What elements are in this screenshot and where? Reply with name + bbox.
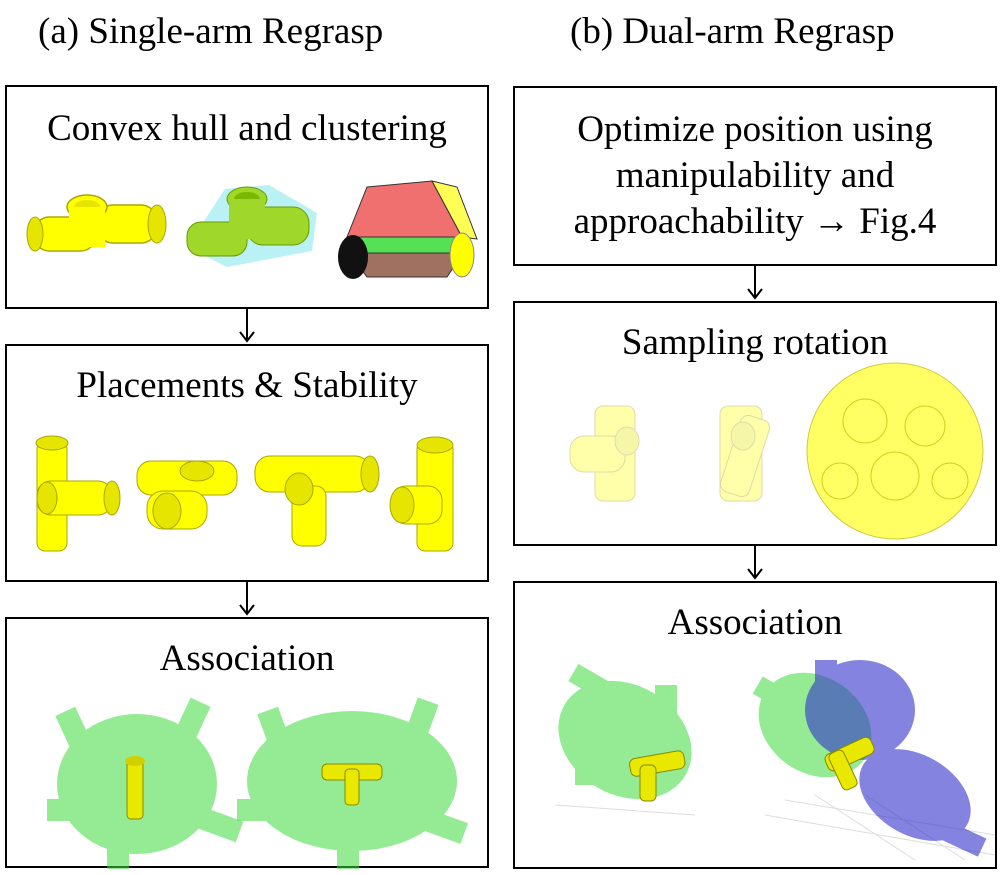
convex-hull-box: Convex hull and clustering	[5, 85, 489, 309]
rotation-sample-2-icon	[719, 405, 771, 502]
grasp-cloud-1-part-icon	[125, 756, 145, 820]
left-association-title: Association	[159, 638, 335, 679]
left-arrow-1	[239, 308, 255, 343]
dual-blue-cloud-icon	[805, 660, 987, 857]
right-arrow-1	[747, 265, 763, 300]
right-association-title: Association	[667, 602, 843, 643]
clustered-hull-icon	[338, 180, 478, 279]
placement-3-icon	[254, 455, 380, 547]
dual-grasp-part-icon	[824, 736, 875, 791]
tee-part-icon	[26, 194, 167, 252]
hull-part-icon	[186, 185, 317, 267]
dual-grasp-cloud-1-icon	[558, 663, 692, 800]
rotation-sphere-icon	[806, 362, 984, 540]
convex-hull-title: Convex hull and clustering	[47, 108, 447, 149]
left-association-figures	[47, 697, 469, 869]
sampling-rotation-title: Sampling rotation	[621, 322, 889, 363]
placement-1-icon	[35, 435, 121, 552]
placement-figures	[35, 435, 454, 552]
left-association-box: Association	[5, 617, 489, 869]
right-association-box: Association	[513, 581, 997, 869]
placement-4-icon	[389, 436, 454, 552]
right-arrow-2	[747, 545, 763, 580]
right-association-figures	[554, 660, 996, 861]
placements-box: Placements & Stability	[5, 344, 489, 582]
convex-hull-figures	[26, 180, 478, 279]
sampling-rotation-box: Sampling rotation	[513, 301, 997, 546]
optimize-line-2: manipulability and	[615, 155, 895, 196]
rotation-sample-1-icon	[569, 405, 640, 502]
left-arrow-2	[239, 581, 255, 616]
placements-title: Placements & Stability	[76, 365, 418, 406]
placement-2-icon	[136, 460, 238, 530]
grasp-cloud-2-part-icon	[321, 763, 383, 806]
grasp-cloud-1-icon	[47, 697, 244, 869]
optimize-line-1: Optimize position using	[577, 109, 933, 150]
optimize-line-3: approachability → Fig.4	[573, 201, 937, 242]
sampling-rotation-figures	[569, 362, 984, 540]
optimize-position-box: Optimize position using manipulability a…	[513, 86, 997, 266]
right-column-heading: (b) Dual-arm Regrasp	[570, 11, 895, 52]
dual-grasp-cloud-1-part-icon	[629, 750, 686, 802]
left-column-heading: (a) Single-arm Regrasp	[38, 11, 384, 52]
